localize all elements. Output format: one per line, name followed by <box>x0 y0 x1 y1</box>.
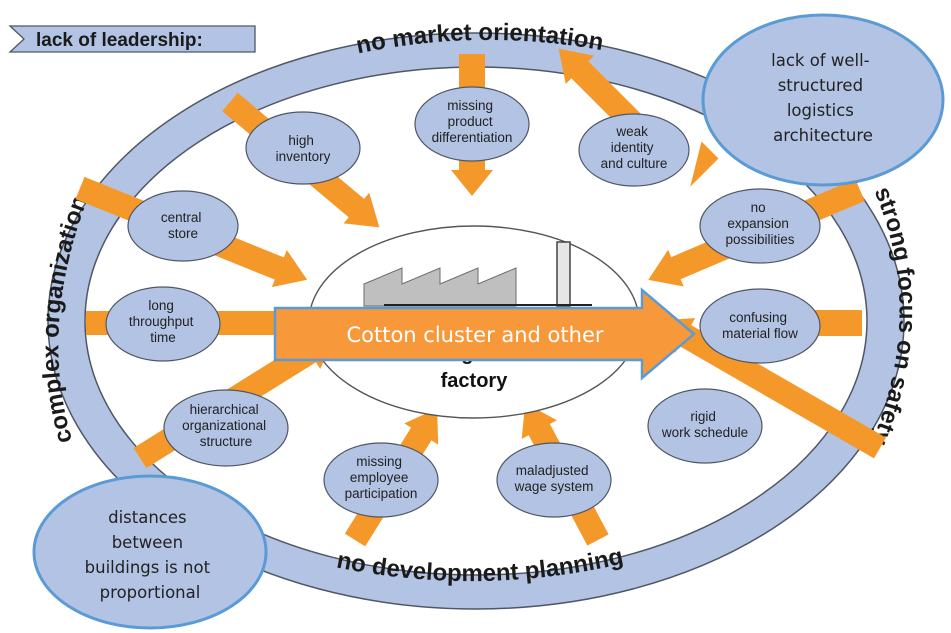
cause-arrow <box>659 318 886 459</box>
problem-bubble: high inventory <box>245 111 361 185</box>
cause-arrow <box>690 141 719 187</box>
bubble-label: weak identity and culture <box>601 124 668 171</box>
callout-top-right-ellipse <box>701 13 945 187</box>
callout-top-right-label: lack of well- structured logistics archi… <box>771 51 875 145</box>
bubble-label: long throughput time <box>129 298 197 345</box>
cotton-cluster-banner: Cotton cluster and other <box>273 287 696 381</box>
bubble-ellipse <box>578 113 690 187</box>
chimney-icon <box>556 241 571 307</box>
bubble-ellipse <box>699 288 821 364</box>
bubble-ellipse <box>105 286 221 362</box>
leadership-tag-shape <box>8 25 256 53</box>
bubble-label: high inventory <box>276 133 331 164</box>
bubble-label: central store <box>161 210 205 241</box>
bubble-label: no expansion possibilities <box>725 200 794 247</box>
problem-bubble: missing employee participation <box>323 442 439 518</box>
callout-bottom-left-label: distances between buildings is not propo… <box>85 508 216 602</box>
bubble-ellipse <box>163 389 289 467</box>
callout-bottom-left: distances between buildings is not propo… <box>32 474 268 630</box>
bubble-label: hierarchical organizational structure <box>182 402 270 449</box>
leadership-tag: lack of leadership: <box>8 25 256 53</box>
banner-arrow-shape <box>273 287 696 381</box>
problem-bubble: confusing material flow <box>699 288 821 364</box>
center-label-line-2: factory <box>441 370 509 392</box>
bubble-label: missing product differentiation <box>432 98 513 145</box>
leadership-tag-label: lack of leadership: <box>36 30 203 51</box>
bubble-label: rigid work schedule <box>661 409 748 440</box>
problem-bubble: missing product differentiation <box>414 86 530 162</box>
bubble-label: maladjusted wage system <box>514 463 594 494</box>
problem-bubble: rigid work schedule <box>647 388 763 464</box>
problem-bubble: central store <box>127 190 239 262</box>
problem-bubble: weak identity and culture <box>578 113 690 187</box>
bubble-ellipse <box>647 388 763 464</box>
callout-bottom-left-ellipse <box>32 474 268 630</box>
factory-icon <box>363 267 517 307</box>
callout-top-right: lack of well- structured logistics archi… <box>701 13 945 187</box>
bubble-ellipse <box>127 190 239 262</box>
bubble-ellipse <box>699 188 821 264</box>
bubble-ellipse <box>496 442 612 518</box>
banner-label: Cotton cluster and other <box>346 323 603 347</box>
bubble-ellipse <box>323 442 439 518</box>
problem-bubble: no expansion possibilities <box>699 188 821 264</box>
problem-bubble: maladjusted wage system <box>496 442 612 518</box>
problem-bubble: hierarchical organizational structure <box>163 389 289 467</box>
problem-bubble: long throughput time <box>105 286 221 362</box>
bubble-ellipse <box>245 111 361 185</box>
bubble-label: confusing material flow <box>722 310 798 341</box>
bubble-ellipse <box>414 86 530 162</box>
bubble-label: missing employee participation <box>345 454 418 501</box>
